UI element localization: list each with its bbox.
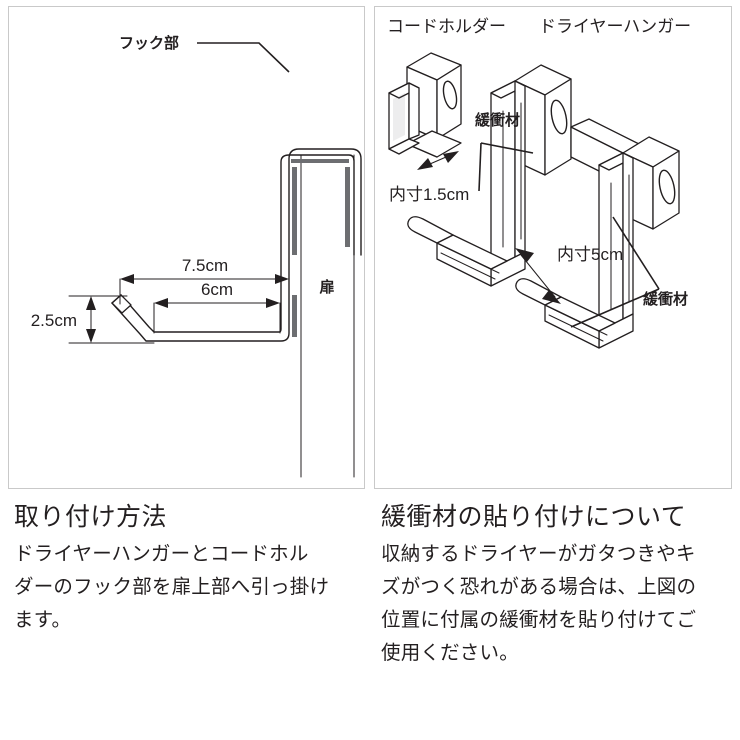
installation-heading: 取り付け方法 — [14, 503, 168, 531]
installation-body-line: ます。 — [14, 609, 72, 631]
dimension-cord-holder: 内寸1.5cm — [389, 151, 469, 204]
installation-body: ドライヤーハンガーとコードホル ダーのフック部を扉上部へ引っ掛け ます。 — [14, 538, 359, 637]
cord-holder-title: コードホルダー — [387, 17, 506, 36]
hook-part-label: フック部 — [119, 34, 179, 52]
installation-body-line: ダーのフック部を扉上部へ引っ掛け — [14, 576, 330, 598]
text-block-installation: 取り付け方法 ドライヤーハンガーとコードホル ダーのフック部を扉上部へ引っ掛け … — [14, 492, 359, 637]
dryer-hanger-graphic — [407, 64, 680, 349]
dimension-7-5cm-label: 7.5cm — [182, 256, 228, 275]
cord-holder-graphic — [388, 52, 462, 158]
cushion-body: 収納するドライヤーがガタつきやキ ズがつく恐れがある場合は、上図の 位置に付属の… — [381, 538, 731, 670]
cushion-body-line: 使用ください。 — [381, 642, 519, 664]
instruction-texts: 取り付け方法 ドライヤーハンガーとコードホル ダーのフック部を扉上部へ引っ掛け … — [0, 492, 740, 740]
text-block-cushion: 緩衝材の貼り付けについて 収納するドライヤーがガタつきやキ ズがつく恐れがある場… — [381, 492, 731, 670]
installation-illustration: フック部 扉 7.5cm — [31, 34, 362, 478]
door-label: 扉 — [318, 278, 334, 296]
dimension-2-5cm: 2.5cm — [31, 295, 155, 344]
dimension-7-5cm: 7.5cm — [119, 256, 290, 333]
cushion-bottom-label: 緩衝材 — [643, 290, 688, 308]
hook-graphic — [111, 148, 362, 342]
cushion-body-line: 収納するドライヤーがガタつきやキ — [381, 543, 696, 565]
dimension-2-5cm-label: 2.5cm — [31, 311, 77, 330]
dimension-6cm: 6cm — [153, 280, 281, 334]
panel-cushion: コードホルダー ドライヤーハンガー — [374, 6, 732, 489]
cushion-bottom-label-group: 緩衝材 — [570, 216, 688, 328]
cushion-top-label-group: 緩衝材 — [475, 111, 534, 192]
cushion-body-line: 位置に付属の緩衝材を貼り付けてご — [381, 609, 697, 631]
dimension-hanger-label: 内寸5cm — [557, 245, 623, 264]
dryer-hanger-title: ドライヤーハンガー — [539, 17, 691, 36]
diagram-panels: フック部 扉 7.5cm — [8, 6, 732, 489]
installation-body-line: ドライヤーハンガーとコードホル — [14, 543, 309, 565]
cushion-top-label: 緩衝材 — [475, 111, 520, 129]
cushion-heading: 緩衝材の貼り付けについて — [381, 503, 687, 531]
cushion-illustration: コードホルダー ドライヤーハンガー — [387, 17, 691, 349]
dimension-cord-holder-label: 内寸1.5cm — [389, 185, 469, 204]
hook-part-label-group: フック部 — [119, 34, 290, 73]
cushion-body-line: ズがつく恐れがある場合は、上図の — [381, 576, 697, 598]
dimension-6cm-label: 6cm — [201, 280, 233, 299]
panel-installation: フック部 扉 7.5cm — [8, 6, 365, 489]
dimension-hanger: 内寸5cm — [515, 245, 623, 304]
